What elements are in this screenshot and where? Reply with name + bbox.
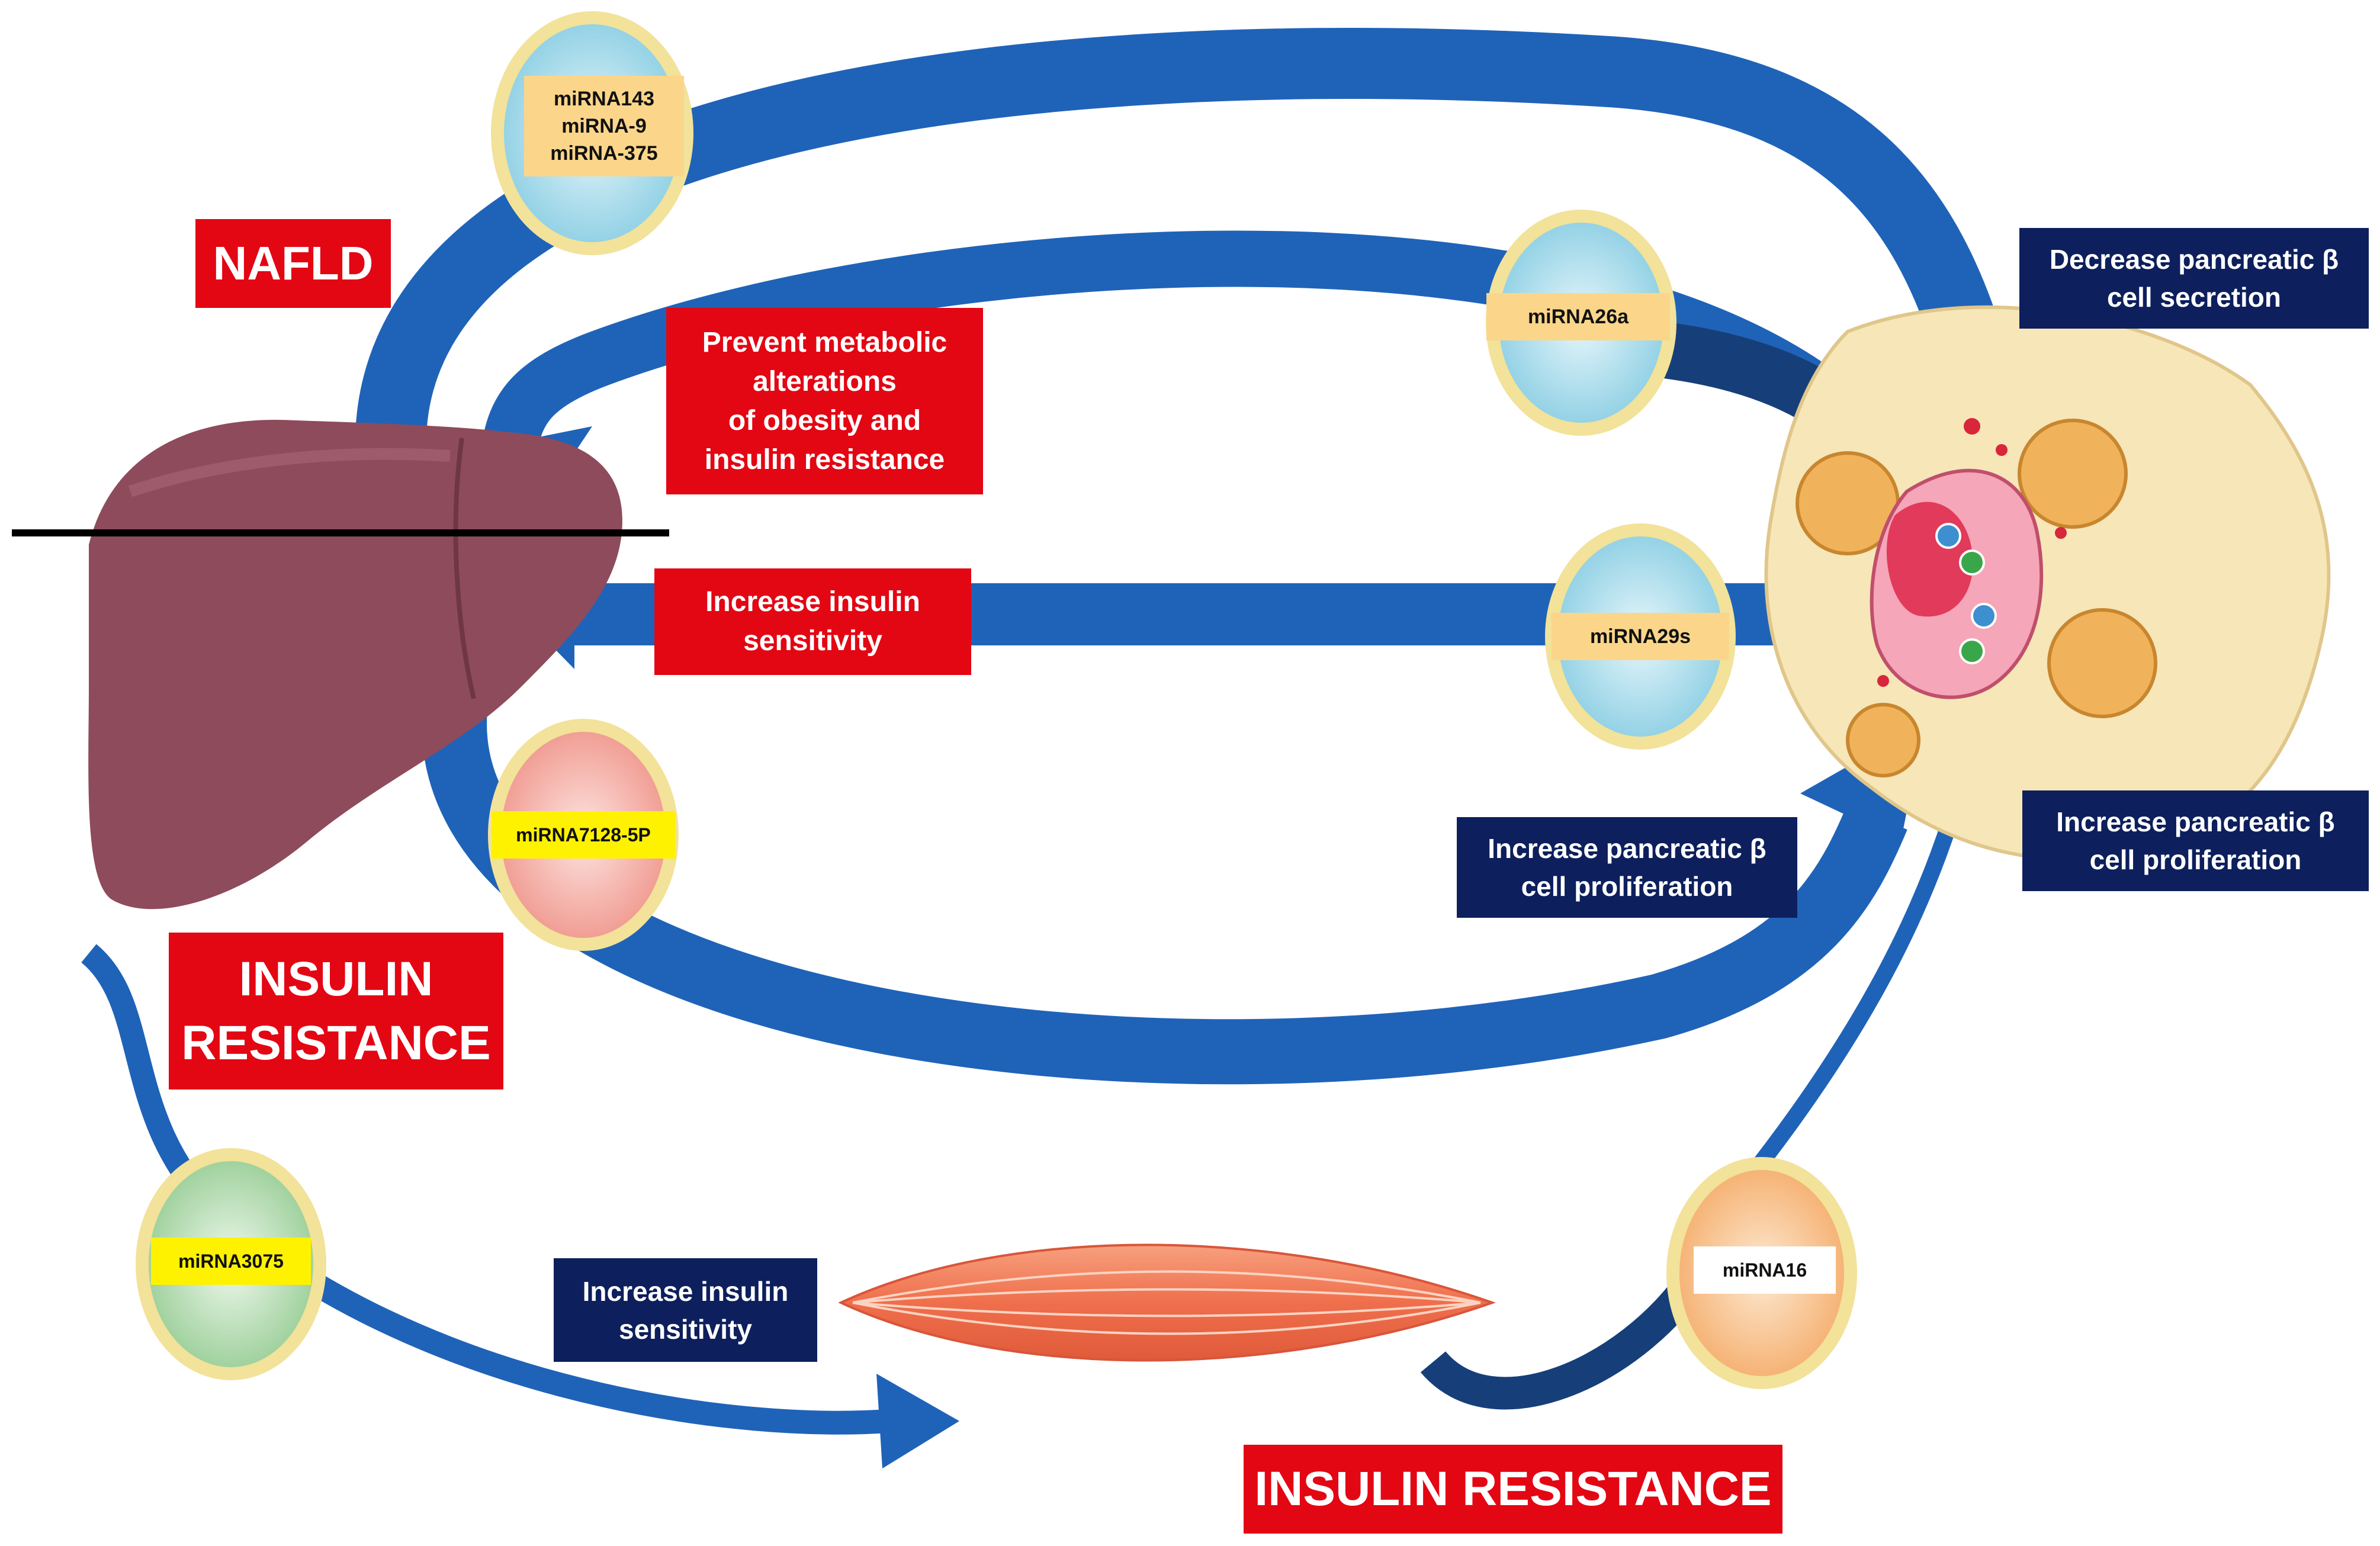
mirna-29s-tag: miRNA29s [1552,613,1729,660]
increase-proliferation-right-label: Increase pancreatic β cell proliferation [2022,790,2369,891]
mirna-16-tag: miRNA16 [1694,1246,1836,1294]
increase-proliferation-mid-label: Increase pancreatic β cell proliferation [1457,817,1797,918]
increase-sensitivity-navy-label: Increase insulin sensitivity [554,1258,817,1362]
mirna-3075-tag: miRNA3075 [151,1238,311,1285]
insulin-resistance-left-label: INSULIN RESISTANCE [169,933,503,1089]
prevent-metabolic-label: Prevent metabolic alterations of obesity… [666,308,983,494]
insulin-resistance-bottom-label: INSULIN RESISTANCE [1244,1445,1782,1534]
mirna-26a-tag: miRNA26a [1486,293,1670,340]
muscle-icon [838,1243,1496,1362]
nafld-label: NAFLD [195,219,391,308]
mirna-143-tag: miRNA143 miRNA-9 miRNA-375 [524,76,684,176]
arrow-top-arc [355,28,2006,437]
liver-icon [88,419,622,909]
decrease-secretion-label: Decrease pancreatic β cell secretion [2019,228,2369,329]
arrow-left-sweep-head [876,1374,959,1468]
increase-sensitivity-red-label: Increase insulin sensitivity [654,568,971,675]
arrow-muscle-hook [1420,1269,1707,1410]
mirna-7128-tag: miRNA7128-5P [492,811,675,859]
